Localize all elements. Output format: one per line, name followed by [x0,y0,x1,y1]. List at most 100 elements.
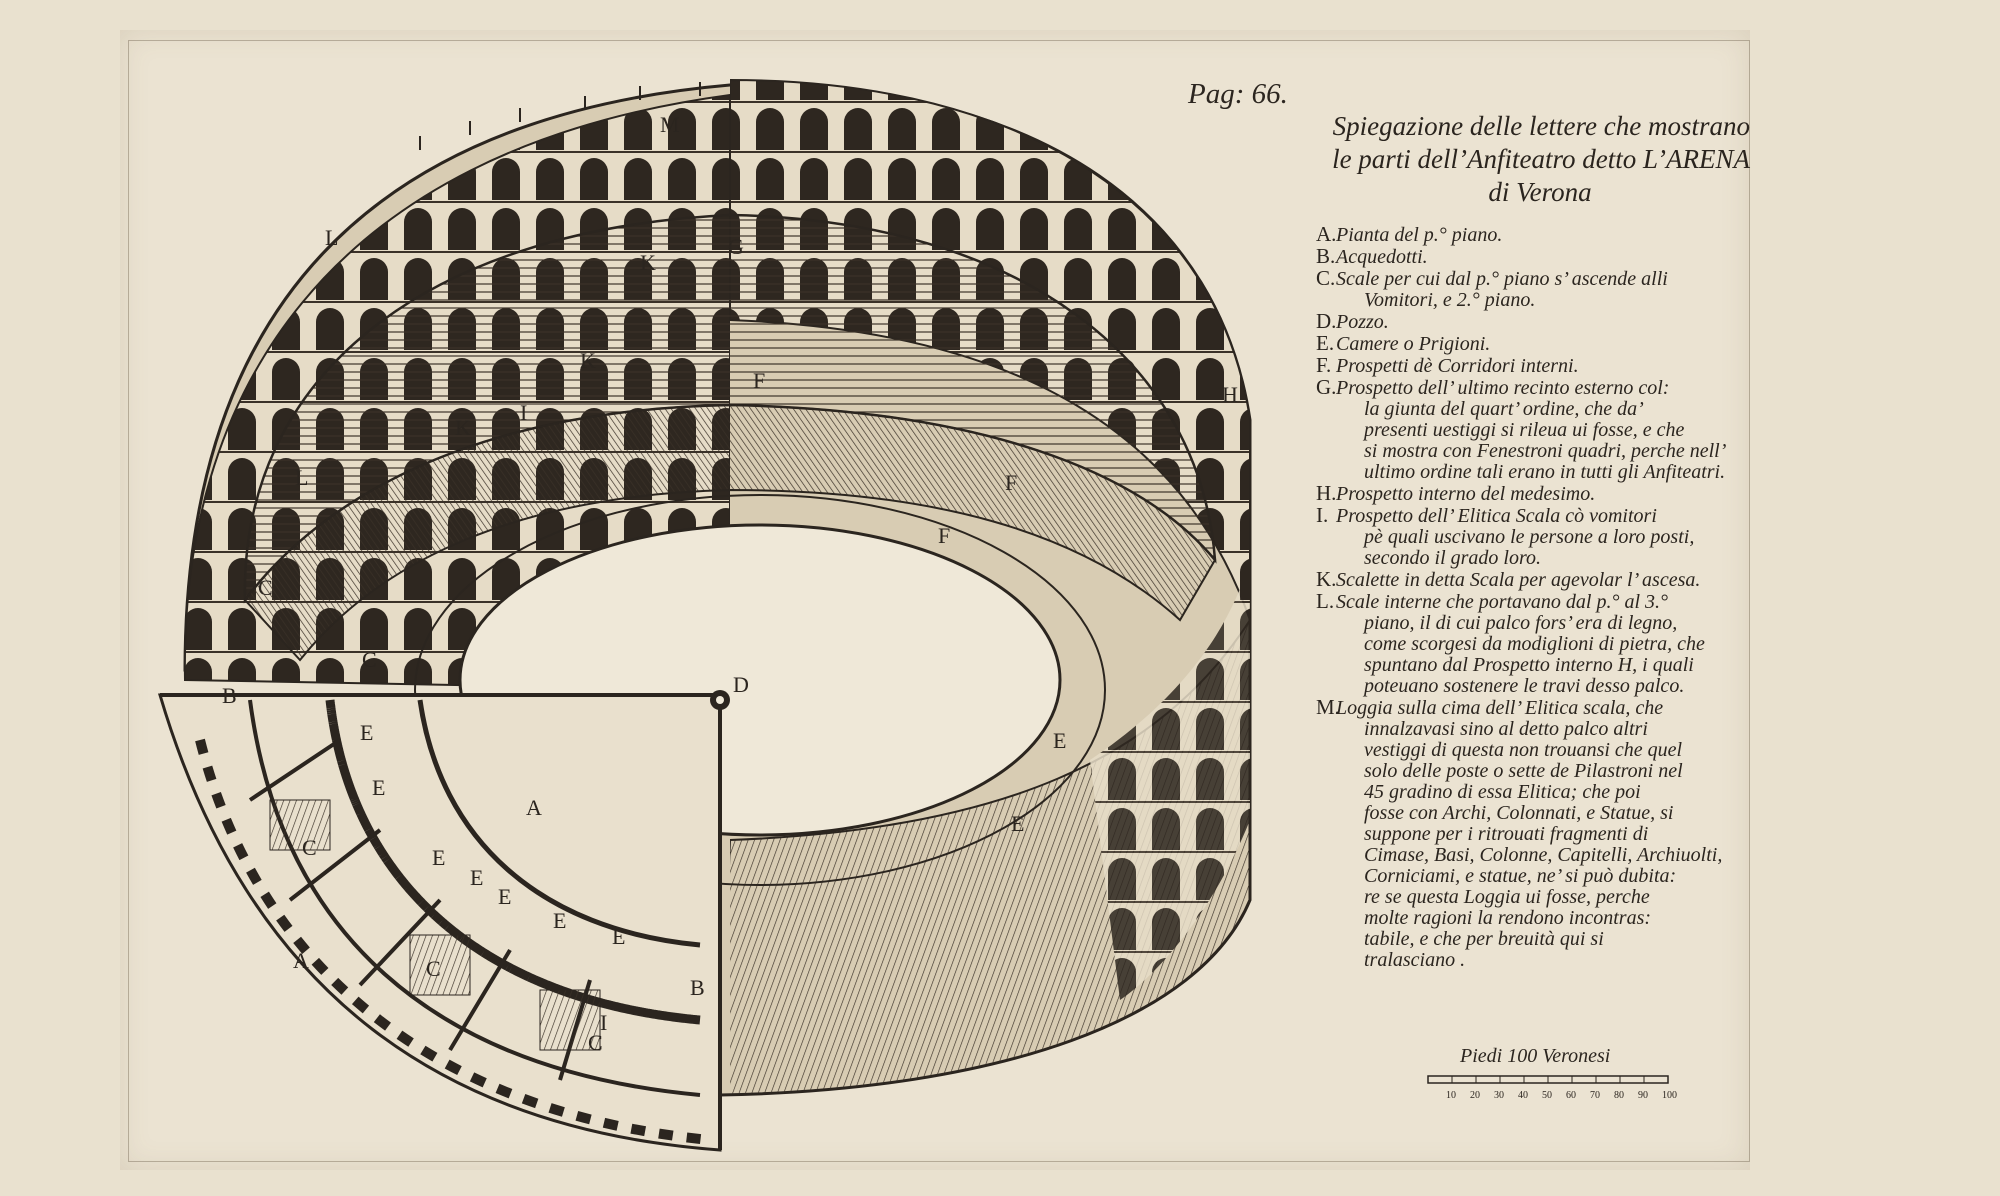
scale-tick-label: 20 [1470,1090,1480,1101]
legend-text: poteuano sostenere le travi desso palco. [1364,675,1685,697]
legend-text: 45 gradino di essa Elitica; che poi [1364,781,1641,803]
letter-i: I [600,1010,607,1035]
letter-e: E [432,845,445,870]
letter-d: D [733,672,749,697]
legend-text: Pianta del p.° piano. [1336,224,1503,246]
title-line-3: di Verona [1488,177,1592,207]
legend-key: G. [1316,375,1337,399]
legend-text: piano, il di cui palco fors’ era di legn… [1364,612,1678,634]
legend-text: Prospetto interno del medesimo. [1336,483,1596,505]
letter-e: E [1011,811,1024,836]
scale-tick-label: 90 [1638,1090,1648,1101]
legend-text: molte ragioni la rendono incontras: [1364,907,1652,929]
legend-entry-continuation: tralasciano . [1316,950,1746,971]
legend-text: secondo il grado loro. [1364,547,1542,569]
letter-b: B [690,975,705,1000]
rooftop-statues [419,82,701,150]
legend-entry-continuation: innalzavasi sino al detto palco altri [1316,719,1746,740]
legend-entry-continuation: suppone per i ritrouati fragmenti di [1316,824,1746,845]
legend-key: M. [1316,695,1340,719]
legend-text: re se questa Loggia ui fosse, perche [1364,886,1650,908]
legend-key: C. [1316,266,1336,290]
legend-text: Cimase, Basi, Colonne, Capitelli, Archiu… [1364,844,1723,866]
legend-key: H. [1316,481,1337,505]
letter-e: E [360,720,373,745]
legend-entry-continuation: piano, il di cui palco fors’ era di legn… [1316,613,1746,634]
legend-entry: E.Camere o Prigioni. [1316,333,1746,355]
legend-text: suppone per i ritrouati fragmenti di [1364,823,1649,845]
letter-a: A [293,948,309,973]
legend-entry-continuation: secondo il grado loro. [1316,548,1746,569]
legend-key: B. [1316,244,1336,268]
letter-c: C [588,1030,603,1055]
letter-f: F [938,523,950,548]
legend-text: Acquedotti. [1336,246,1428,268]
legend-entry-continuation: re se questa Loggia ui fosse, perche [1316,887,1746,908]
legend-text: Camere o Prigioni. [1336,333,1491,355]
letter-l: L [295,465,308,490]
letter-b: B [222,683,237,708]
letter-e: E [553,908,566,933]
legend-entry-continuation: molte ragioni la rendono incontras: [1316,908,1746,929]
letter-l: L [325,225,338,250]
letter-k: K [640,250,656,275]
letter-i: I [520,400,527,425]
legend-entry-continuation: fosse con Archi, Colonnati, e Statue, si [1316,803,1746,824]
legend-text: Scale per cui dal p.° piano s’ ascende a… [1336,268,1668,290]
legend-entry: I.Prospetto dell’ Elitica Scala cò vomit… [1316,505,1746,527]
letter-e: E [470,865,483,890]
letter-c: C [362,647,377,672]
legend-text: fosse con Archi, Colonnati, e Statue, si [1364,802,1674,824]
legend-entry-continuation: solo delle poste o sette de Pilastroni n… [1316,761,1746,782]
letter-e: E [372,775,385,800]
legend-entry: H.Prospetto interno del medesimo. [1316,483,1746,505]
legend-text: come scorgesi da modiglioni di pietra, c… [1364,633,1705,655]
legend-entry-continuation: ultimo ordine tali erano in tutti gli An… [1316,462,1746,483]
letter-e: E [1053,728,1066,753]
legend-text: tabile, e che per breuità qui si [1364,928,1604,950]
letter-h: H [1222,382,1238,407]
legend-text: Corniciami, e statue, ne’ si può dubita: [1364,865,1677,887]
legend-entry-continuation: presenti uestiggi si rileua ui fosse, e … [1316,420,1746,441]
page-number: Pag: 66. [1188,78,1288,110]
scale-label: Piedi 100 Veronesi [1460,1045,1611,1067]
letter-k: K [580,348,596,373]
scale-tick-label: 60 [1566,1090,1576,1101]
legend-text: Scalette in detta Scala per agevolar l’ … [1336,569,1701,591]
legend-text: innalzavasi sino al detto palco altri [1364,718,1648,740]
scale-tick-label: 30 [1494,1090,1504,1101]
legend-entry: F.Prospetti dè Corridori interni. [1316,355,1746,377]
seating-tiers [243,213,1217,662]
legend-key: E. [1316,331,1335,355]
legend-entry-continuation: spuntano dal Prospetto interno H, i qual… [1316,655,1746,676]
legend-entry-continuation: pè quali uscivano le persone a loro post… [1316,527,1746,548]
scale-tick-label: 40 [1518,1090,1528,1101]
letter-a: A [526,795,542,820]
legend-entry: L.Scale interne che portavano dal p.° al… [1316,591,1746,613]
arena-wall [414,494,1106,886]
legend-text: solo delle poste o sette de Pilastroni n… [1364,760,1683,782]
legend-entry: G.Prospetto dell’ ultimo recinto esterno… [1316,377,1746,399]
legend-entry: M.Loggia sulla cima dell’ Elitica scala,… [1316,697,1746,719]
legend-text: spuntano dal Prospetto interno H, i qual… [1364,654,1694,676]
legend-entry-continuation: la giunta del quart’ ordine, che da’ [1316,399,1746,420]
legend-key: A. [1316,222,1337,246]
letter-k: K [455,415,471,440]
legend-entry-continuation: poteuano sostenere le travi desso palco. [1316,676,1746,697]
letter-c: C [426,956,441,981]
letter-e: E [612,924,625,949]
legend-entry-continuation: come scorgesi da modiglioni di pietra, c… [1316,634,1746,655]
legend-entry: D.Pozzo. [1316,311,1746,333]
scale-tick-label: 70 [1590,1090,1600,1101]
letter-f: F [1005,470,1017,495]
legend-entry-continuation: Corniciami, e statue, ne’ si può dubita: [1316,866,1746,887]
letter-m: M [660,112,680,137]
legend-entry-continuation: Cimase, Basi, Colonne, Capitelli, Archiu… [1316,845,1746,866]
legend-key: I. [1316,503,1329,527]
letter-c: C [302,835,317,860]
legend-entry: C.Scale per cui dal p.° piano s’ ascende… [1316,268,1746,290]
legend-text: Scale interne che portavano dal p.° al 3… [1336,591,1669,613]
ground-plan [157,690,730,1152]
